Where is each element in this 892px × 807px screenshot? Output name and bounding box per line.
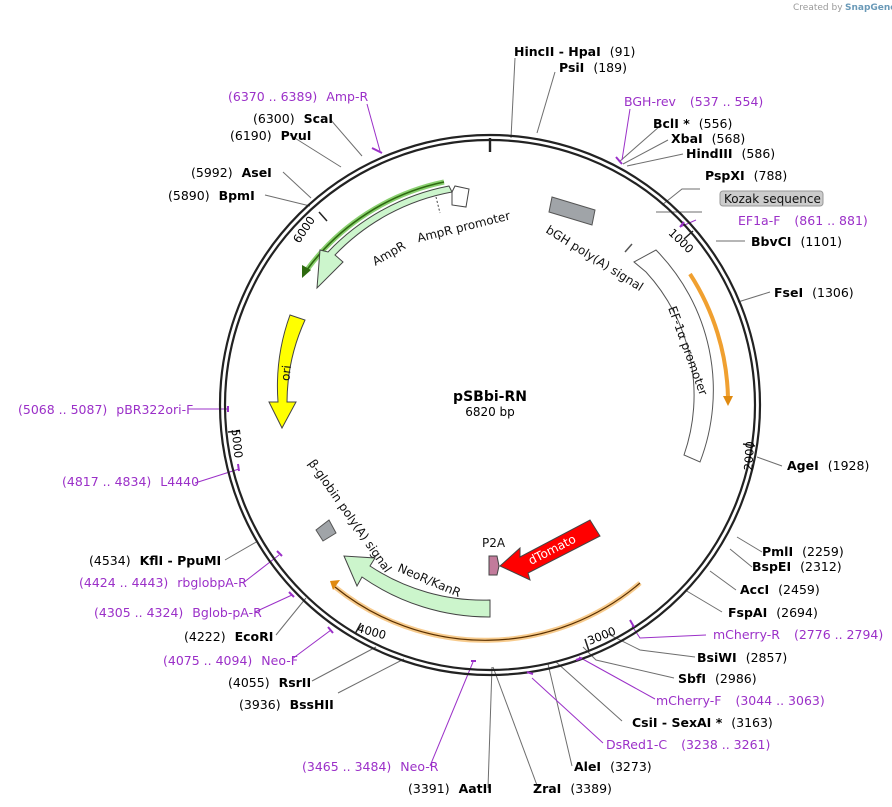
primer-neo-f: (4075 .. 4094)Neo-F <box>163 653 298 668</box>
ori-arrow <box>268 314 306 430</box>
scale-ticks <box>227 211 756 652</box>
site-bsiwi: BsiWI(2857) <box>697 650 787 665</box>
kozak-box <box>719 190 824 207</box>
site-psii: PsiI(189) <box>559 60 627 75</box>
orf-arc-green-head <box>302 265 311 278</box>
site-acci: AccI(2459) <box>740 582 820 597</box>
primer-neo-r: (3465 .. 3484)Neo-R <box>302 759 439 774</box>
ef1a-arrow <box>633 249 714 463</box>
tick-label-4000: 4000 <box>356 621 388 642</box>
orf-arc-bottom-head <box>330 580 340 590</box>
orf-arc-right <box>688 272 730 399</box>
site-hindiii: HindIII(586) <box>686 146 775 161</box>
site-fsei: FseI(1306) <box>774 285 854 300</box>
orf-arc-green <box>305 181 445 272</box>
site-bspei: BspEI(2312) <box>752 559 842 574</box>
tick-label-2000: 2000 <box>741 441 757 471</box>
primer-bglob-pa-r: (4305 .. 4324)Bglob-pA-R <box>94 605 262 620</box>
tick-label-5000: 5000 <box>229 428 246 459</box>
site-asei: (5992)AseI <box>191 165 272 180</box>
bglobin-box <box>315 519 337 542</box>
site-alei: AleI(3273) <box>574 759 652 774</box>
backbone-outer <box>218 133 762 677</box>
plasmid-size: 6820 bp <box>465 405 515 419</box>
kozak-mark <box>624 243 633 253</box>
bgh-label: bGH poly(A) signal <box>543 223 645 294</box>
site-scai: (6300)ScaI <box>253 111 333 126</box>
site-aatii: (3391)AatII <box>408 781 492 796</box>
primer-l4440: (4817 .. 4834)L4440 <box>62 474 199 489</box>
primer-mcherry-f: mCherry-F(3044 .. 3063) <box>656 693 825 708</box>
primer-ef1a-f: EF1a-F(861 .. 881) <box>738 213 868 228</box>
site-pspxi: PspXI(788) <box>705 168 787 183</box>
tick-label-3000: 3000 <box>585 624 617 648</box>
site-bsshii: (3936)BssHII <box>239 697 334 712</box>
site-pvui: (6190)PvuI <box>230 128 311 143</box>
ampr-promoter-arrow <box>451 185 470 208</box>
credit-brand: SnapGene <box>845 3 892 13</box>
primer-bgh-rev: BGH-rev(537 .. 554) <box>624 94 763 109</box>
site-bcli: BclI *(556) <box>653 116 732 131</box>
site-agei: AgeI(1928) <box>787 458 869 473</box>
orf-arc-right-head <box>723 396 733 406</box>
p2a-box <box>488 555 500 576</box>
primer-rbglobpa-r: (4424 .. 4443)rbglobpA-R <box>79 575 247 590</box>
plasmid-name: pSBbi-RN <box>453 389 527 405</box>
site-hincii: HincII - HpaI(91) <box>514 44 635 59</box>
primer-dsred1-c: DsRed1-C(3238 .. 3261) <box>606 737 770 752</box>
site-sbfi: SbfI(2986) <box>678 671 757 686</box>
site-kfli: (4534)KflI - PpuMI <box>89 553 221 568</box>
p2a-label: P2A <box>482 536 506 550</box>
ampr-label: AmpR <box>370 238 408 268</box>
ori-label: ori <box>278 365 294 382</box>
ampr-arrow <box>316 185 453 290</box>
dtomato-arrow <box>499 519 601 581</box>
ampr-promoter-label: AmpR promoter <box>416 209 512 246</box>
primer-leader-lines <box>190 103 707 767</box>
credit-text: Created by <box>793 3 843 13</box>
site-xbai: XbaI(568) <box>671 131 745 146</box>
primer-marks <box>227 147 685 675</box>
bgh-box <box>548 196 596 226</box>
ampr-divider <box>435 196 441 214</box>
primer-mcherry-r: mCherry-R(2776 .. 2794) <box>713 627 883 642</box>
site-ecori: (4222)EcoRI <box>184 629 273 644</box>
site-csii: CsiI - SexAI *(3163) <box>632 715 773 730</box>
site-pmli: PmlI(2259) <box>762 544 844 559</box>
site-bbvci: BbvCI(1101) <box>751 234 842 249</box>
tick-label-1000: 1000 <box>666 226 697 256</box>
leader-lines <box>224 57 783 789</box>
primer-pbr322ori-f: (5068 .. 5087)pBR322ori-F <box>18 402 193 417</box>
neokan-arrow <box>343 555 491 618</box>
primer-amp-r: (6370 .. 6389)Amp-R <box>228 89 368 104</box>
site-rsrii: (4055)RsrII <box>228 675 311 690</box>
site-zrai: ZraI(3389) <box>533 781 612 796</box>
site-bpmi: (5890)BpmI <box>168 188 255 203</box>
kozak-label: Kozak sequence <box>724 192 821 206</box>
site-fspai: FspAI(2694) <box>728 605 818 620</box>
orf-arc-bottom <box>334 582 641 641</box>
